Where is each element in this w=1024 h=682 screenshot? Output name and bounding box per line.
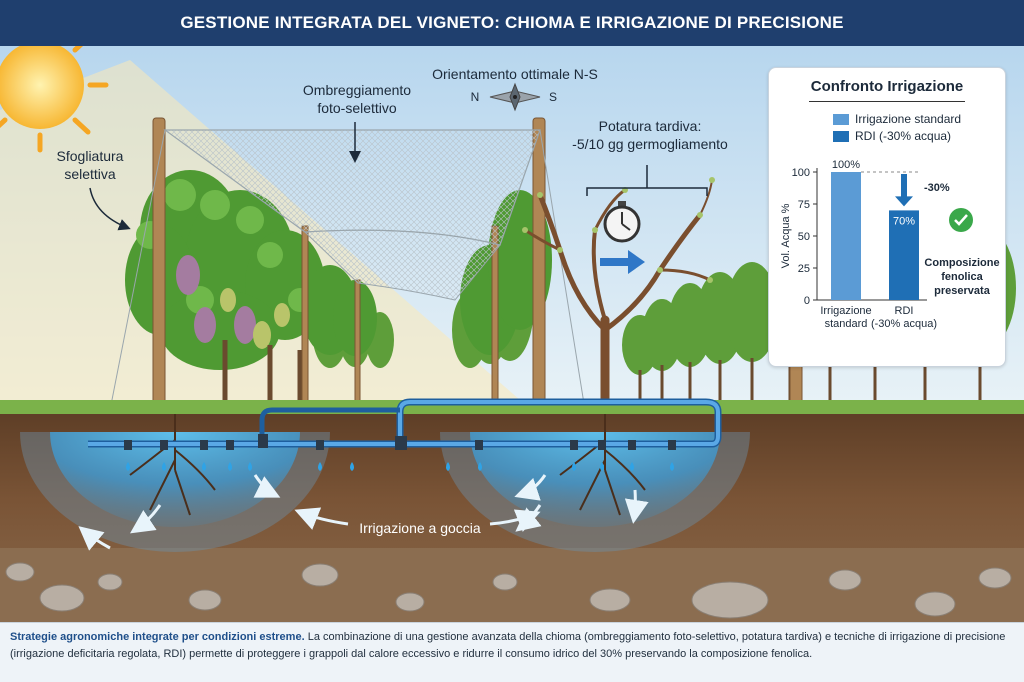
water-drops (126, 462, 674, 471)
shading-label-line2: foto-selettivo (317, 99, 397, 116)
bar-standard (831, 172, 861, 300)
defoliation-label-line2: selettiva (64, 165, 116, 182)
bar-rdi (889, 210, 919, 300)
phenolic-note-line2: fenolica (941, 270, 983, 283)
compass-icon (489, 82, 541, 112)
y-tick-label: 100 (792, 167, 810, 179)
panel-title-rule (809, 101, 965, 102)
panel-title: Confronto Irrigazione (810, 78, 964, 95)
pruning-label-line1: Potatura tardiva: (598, 118, 702, 134)
shading-label: Ombreggiamento foto-selettivo (292, 82, 422, 117)
phenolic-note-line1: Composizione (924, 257, 1000, 269)
bar-value-label: 70% (893, 215, 915, 227)
pruning-label-line2: -5/10 gg germogliamento (572, 135, 728, 152)
x-tick-label: (-30% acqua) (871, 318, 937, 330)
irrigation-comparison-panel: Confronto Irrigazione Irrigazione standa… (768, 67, 1006, 367)
pruning-bracket (586, 165, 708, 196)
check-mark (954, 214, 968, 226)
y-tick-label: 75 (798, 199, 810, 211)
shade-net (109, 129, 586, 411)
caption-bold: Strategie agronomiche integrate per cond… (10, 631, 305, 643)
legend-item-standard: Irrigazione standard (833, 112, 961, 126)
pruning-arrow-icon (600, 250, 645, 274)
y-tick-label: 25 (798, 263, 810, 275)
compass-north-label: N (470, 90, 480, 104)
compass-south-label: S (548, 90, 557, 104)
stopwatch-icon (603, 201, 641, 243)
page-title: GESTIONE INTEGRATA DEL VIGNETO: CHIOMA E… (0, 0, 1024, 46)
stones (5, 562, 1012, 619)
orientation-label: Orientamento ottimale N-S (432, 66, 598, 82)
y-axis-label: Vol. Acqua % (780, 203, 792, 268)
legend-swatch-rdi (833, 130, 849, 142)
defoliation-label: Sfogliatura selettiva (40, 148, 140, 183)
legend-label-rdi: RDI (-30% acqua) (855, 129, 952, 143)
legend-item-rdi: RDI (-30% acqua) (833, 129, 951, 143)
phenolic-note-line3: preservata (934, 284, 990, 297)
x-tick-label: standard (825, 318, 868, 330)
caption-body: La combinazione di una gestione avanzata… (10, 631, 1006, 660)
late-pruned-vine (522, 177, 715, 417)
grass (0, 400, 1024, 414)
y-tick-label: 0 (804, 295, 810, 307)
reduction-arrow-icon (895, 174, 913, 207)
drip-irrigation-label: Irrigazione a goccia (359, 520, 481, 536)
phenolic-note: Composizione fenolica preservata (921, 257, 1003, 298)
pruning-label: Potatura tardiva: -5/10 gg germogliament… (560, 118, 740, 153)
defoliation-label-line1: Sfogliatura (56, 148, 124, 164)
defoliation-arrow (89, 187, 131, 231)
x-tick-label: RDI (895, 305, 914, 317)
reduction-label: -30% (924, 182, 950, 194)
water-flow-arrows (78, 474, 649, 551)
drip-pipe (88, 398, 722, 450)
caption: Strategie agronomiche integrate per cond… (0, 622, 1024, 682)
bar-value-label: 100% (832, 159, 860, 171)
sun-icon (0, 46, 109, 153)
caption-text: Strategie agronomiche integrate per cond… (0, 623, 1024, 663)
legend-swatch-standard (833, 113, 849, 125)
legend-label-standard: Irrigazione standard (855, 112, 962, 126)
shading-label-line1: Ombreggiamento (302, 82, 412, 98)
y-tick-label: 50 (798, 231, 810, 243)
x-tick-label: Irrigazione (820, 305, 871, 317)
grape-clusters (176, 255, 256, 344)
